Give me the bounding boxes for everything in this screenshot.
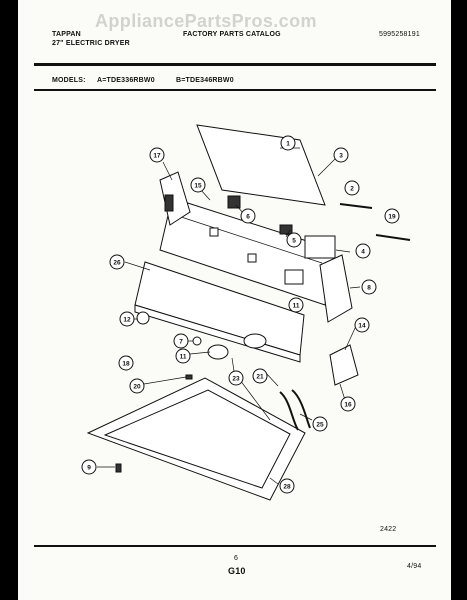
svg-text:3: 3 — [339, 153, 343, 160]
callout-26: 26 — [109, 254, 125, 270]
callout-9: 9 — [81, 459, 97, 475]
end-cap-detail — [164, 194, 174, 212]
header-rule — [34, 63, 436, 66]
callout-19: 19 — [384, 208, 400, 224]
svg-text:14: 14 — [358, 323, 366, 330]
svg-text:12: 12 — [123, 317, 131, 324]
dial-small — [192, 336, 202, 346]
svg-text:19: 19 — [388, 214, 396, 221]
watermark: AppliancePartsPros.com — [95, 11, 317, 31]
hinge-screw — [115, 463, 122, 473]
revision-date: 4/94 — [407, 563, 422, 570]
callout-7: 7 — [173, 333, 189, 349]
cabinet-opening — [103, 389, 291, 489]
push-button — [279, 224, 293, 235]
callout-4: 4 — [355, 243, 371, 259]
callout-16: 16 — [340, 396, 356, 412]
callout-25: 25 — [312, 416, 328, 432]
svg-text:21: 21 — [256, 374, 264, 381]
callout-17: 17 — [149, 147, 165, 163]
svg-text:25: 25 — [316, 422, 324, 429]
doc-number: 5995258191 — [379, 31, 420, 38]
model-a: A=TDE336RBW0 — [97, 77, 155, 84]
callout-15: 15 — [190, 177, 206, 193]
callout-28: 28 — [279, 478, 295, 494]
svg-text:11: 11 — [293, 303, 300, 310]
svg-text:17: 17 — [153, 153, 161, 160]
models-rule — [34, 89, 436, 91]
svg-text:15: 15 — [194, 183, 202, 190]
page-number: 6 — [234, 555, 239, 562]
panel-clip-2 — [247, 253, 257, 263]
callout-21: 21 — [252, 368, 268, 384]
switch — [227, 195, 241, 209]
catalog-title: FACTORY PARTS CATALOG — [183, 31, 281, 38]
svg-text:8: 8 — [367, 285, 371, 292]
svg-text:6: 6 — [246, 214, 250, 221]
brand-name: TAPPAN — [52, 31, 81, 38]
svg-text:5: 5 — [292, 238, 296, 245]
callout-20: 20 — [129, 378, 145, 394]
svg-text:23: 23 — [232, 376, 240, 383]
callout-11-bottom: 11 — [175, 348, 191, 364]
svg-text:4: 4 — [361, 249, 365, 256]
svg-text:20: 20 — [133, 384, 141, 391]
svg-text:1: 1 — [286, 141, 290, 148]
svg-text:9: 9 — [87, 465, 91, 472]
svg-text:18: 18 — [122, 361, 130, 368]
panel-clip — [209, 227, 219, 237]
callout-6: 6 — [240, 208, 256, 224]
callout-14: 14 — [354, 317, 370, 333]
back-panel — [196, 124, 326, 206]
callout-18: 18 — [118, 355, 134, 371]
timer — [304, 235, 336, 259]
reference-number: 2422 — [380, 526, 397, 533]
section-code: G10 — [228, 566, 246, 576]
screw-clip — [185, 374, 193, 380]
svg-text:26: 26 — [113, 260, 121, 267]
callout-23: 23 — [228, 370, 244, 386]
models-label: MODELS: — [52, 77, 86, 84]
svg-text:16: 16 — [344, 402, 352, 409]
callout-11-top: 11 — [288, 297, 304, 313]
dial-large — [243, 333, 267, 349]
callout-1: 1 — [280, 135, 296, 151]
dial-ring — [207, 344, 229, 360]
svg-text:11: 11 — [180, 354, 187, 361]
callout-3: 3 — [333, 147, 349, 163]
footer-rule — [34, 545, 436, 547]
callout-2: 2 — [344, 180, 360, 196]
door-switch — [329, 344, 359, 386]
svg-text:2: 2 — [350, 186, 354, 193]
model-b: B=TDE346RBW0 — [176, 77, 234, 84]
end-cap-right — [319, 254, 353, 323]
knob — [136, 311, 150, 325]
callout-5: 5 — [286, 232, 302, 248]
callout-8: 8 — [361, 279, 377, 295]
svg-text:28: 28 — [283, 484, 291, 491]
svg-text:7: 7 — [179, 339, 183, 346]
panel-insert — [284, 269, 304, 285]
product-name: 27" ELECTRIC DRYER — [52, 40, 130, 47]
callout-12: 12 — [119, 311, 135, 327]
